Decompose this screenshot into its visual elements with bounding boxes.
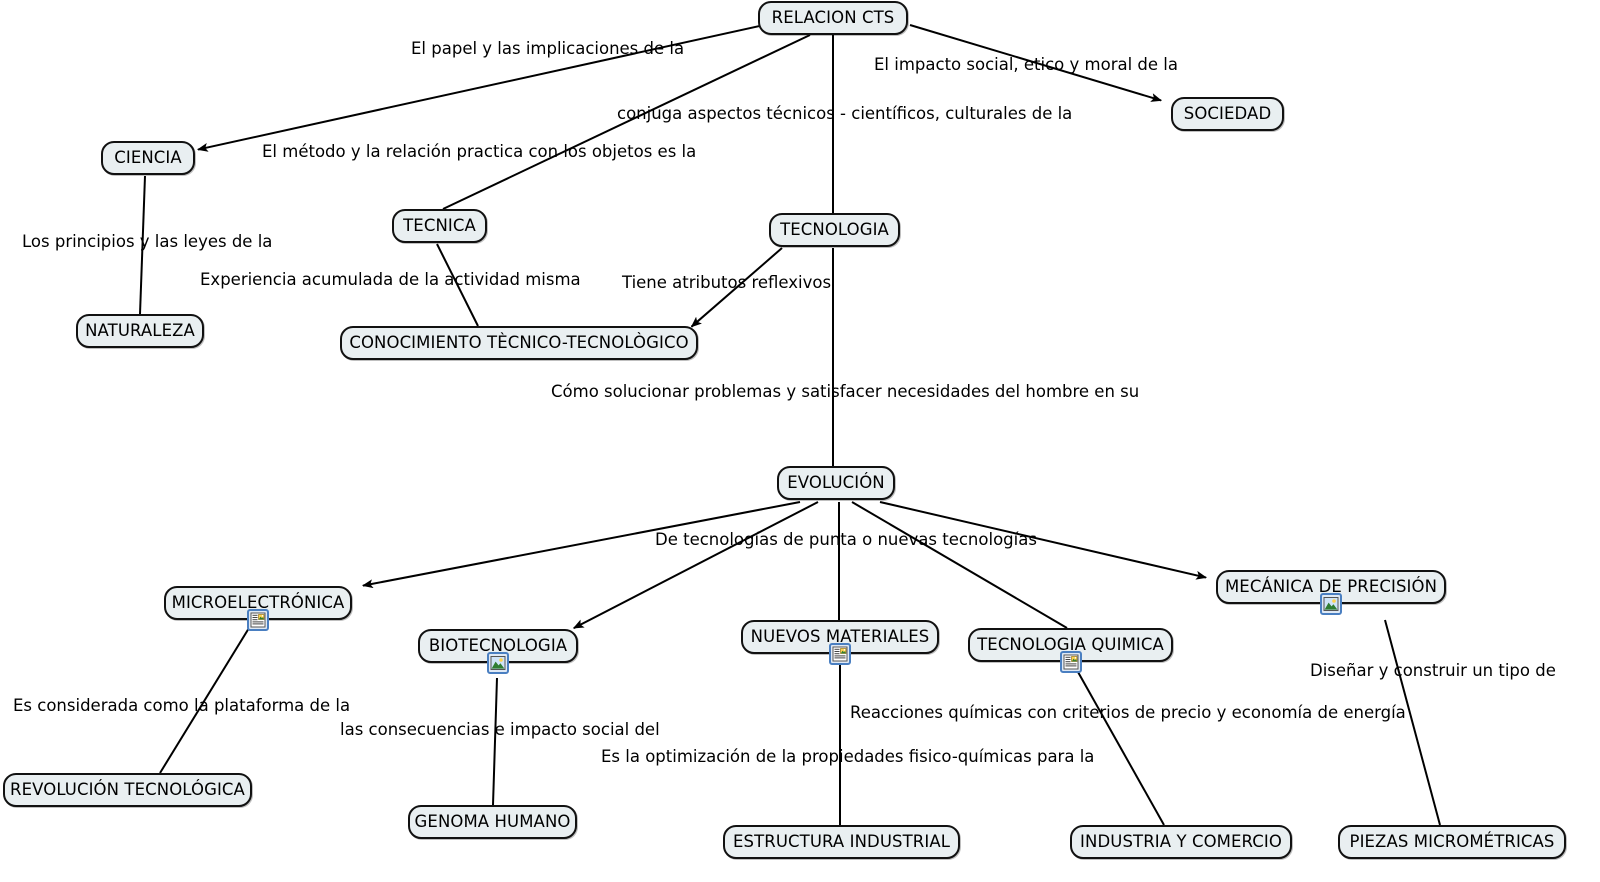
- node-label: ESTRUCTURA INDUSTRIAL: [733, 831, 950, 851]
- document-icon[interactable]: [829, 643, 851, 665]
- node-label: MICROELECTRÓNICA: [171, 592, 345, 612]
- node-label: CONOCIMIENTO TÈCNICO-TECNOLÒGICO: [349, 332, 689, 352]
- edge-label: Reacciones químicas con criterios de pre…: [850, 703, 1406, 722]
- node-biotecnologia[interactable]: BIOTECNOLOGIA: [418, 629, 578, 674]
- edge-label: El método y la relación practica con los…: [262, 142, 697, 161]
- node-label: INDUSTRIA Y COMERCIO: [1080, 831, 1282, 851]
- node-relacion-cts[interactable]: RELACION CTS: [758, 1, 908, 35]
- node-label: TECNOLOGIA: [780, 219, 889, 239]
- node-label: NATURALEZA: [85, 320, 195, 340]
- node-tecnologia[interactable]: TECNOLOGIA: [769, 213, 900, 247]
- node-label: RELACION CTS: [771, 7, 895, 27]
- edge-label: De tecnologías de punta o nuevas tecnolo…: [655, 530, 1037, 549]
- node-label: NUEVOS MATERIALES: [750, 626, 930, 646]
- edge-label: las consecuencias e impacto social del: [340, 720, 660, 739]
- node-label: TECNICA: [403, 215, 476, 235]
- node-tecnica[interactable]: TECNICA: [392, 209, 487, 243]
- edge-label: Los principios y las leyes de la: [22, 232, 273, 251]
- node-evolucion[interactable]: EVOLUCIÓN: [777, 466, 895, 500]
- picture-icon[interactable]: [487, 652, 509, 674]
- edge-label: Cómo solucionar problemas y satisfacer n…: [551, 382, 1140, 401]
- node-genoma[interactable]: GENOMA HUMANO: [408, 805, 577, 839]
- edge-label: Es la optimización de la propiedades fis…: [601, 747, 1095, 766]
- edge-biotecnologia-to-genoma: [492, 677, 498, 806]
- node-industria[interactable]: INDUSTRIA Y COMERCIO: [1070, 825, 1292, 859]
- edge-label: Tiene atributos reflexivos: [622, 273, 832, 292]
- node-label: REVOLUCIÓN TECNOLÓGICA: [10, 779, 245, 799]
- node-mecanica[interactable]: MECÁNICA DE PRECISIÓN: [1216, 570, 1446, 615]
- node-microelectronica[interactable]: MICROELECTRÓNICA: [164, 586, 352, 631]
- node-estructura[interactable]: ESTRUCTURA INDUSTRIAL: [723, 825, 960, 859]
- node-tec-quimica[interactable]: TECNOLOGIA QUIMICA: [968, 628, 1173, 673]
- node-revolucion[interactable]: REVOLUCIÓN TECNOLÓGICA: [3, 773, 252, 807]
- node-conocimiento[interactable]: CONOCIMIENTO TÈCNICO-TECNOLÒGICO: [340, 326, 698, 360]
- edge-label: Experiencia acumulada de la actividad mi…: [200, 270, 581, 289]
- node-piezas[interactable]: PIEZAS MICROMÉTRICAS: [1338, 825, 1566, 859]
- picture-icon[interactable]: [1320, 593, 1342, 615]
- node-label: BIOTECNOLOGIA: [428, 635, 568, 655]
- document-icon[interactable]: [1059, 651, 1082, 673]
- edge-evolucion-to-biotecnologia: [572, 501, 819, 629]
- node-ciencia[interactable]: CIENCIA: [101, 141, 195, 175]
- edge-label: El papel y las implicaciones de la: [411, 39, 685, 58]
- edge-label: Es considerada como la plataforma de la: [13, 696, 351, 715]
- node-naturaleza[interactable]: NATURALEZA: [76, 314, 204, 348]
- node-sociedad[interactable]: SOCIEDAD: [1171, 97, 1284, 131]
- edge-evolucion-to-tec-quimica: [851, 501, 1068, 629]
- edge-label: conjuga aspectos técnicos - científicos,…: [617, 104, 1073, 123]
- node-label: MECÁNICA DE PRECISIÓN: [1224, 576, 1438, 596]
- node-nuevos-mat[interactable]: NUEVOS MATERIALES: [741, 620, 939, 665]
- edge-mecanica-to-piezas: [1384, 619, 1441, 826]
- node-label: TECNOLOGIA QUIMICA: [977, 634, 1164, 654]
- node-label: CIENCIA: [114, 147, 182, 167]
- edge-label: El impacto social, etico y moral de la: [874, 55, 1178, 74]
- node-label: EVOLUCIÓN: [787, 472, 885, 492]
- edge-label: Diseñar y construir un tipo de: [1310, 661, 1556, 680]
- document-icon[interactable]: [247, 609, 269, 631]
- node-label: PIEZAS MICROMÉTRICAS: [1349, 831, 1555, 851]
- node-label: GENOMA HUMANO: [414, 811, 571, 831]
- node-label: SOCIEDAD: [1183, 103, 1272, 123]
